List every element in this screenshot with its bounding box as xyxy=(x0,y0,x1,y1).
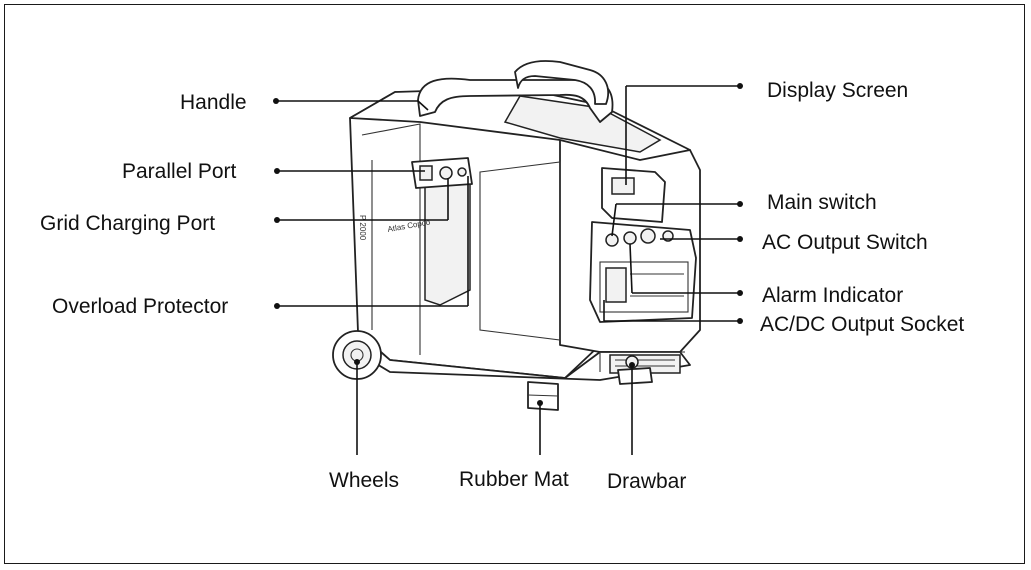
label-overload-protector: Overload Protector xyxy=(52,295,229,318)
display-screen-shape xyxy=(601,167,666,223)
rubber-mat-shape xyxy=(527,381,559,411)
label-grid-charging-port: Grid Charging Port xyxy=(40,212,216,235)
label-ac-dc-output-socket: AC/DC Output Socket xyxy=(760,313,965,336)
label-alarm-indicator: Alarm Indicator xyxy=(762,284,904,307)
label-ac-output-switch: AC Output Switch xyxy=(762,231,928,254)
handle-shape xyxy=(417,60,614,123)
leader-lines xyxy=(273,83,743,455)
label-wheels: Wheels xyxy=(329,469,400,492)
svg-text:P 2000: P 2000 xyxy=(358,215,367,241)
label-drawbar: Drawbar xyxy=(607,470,687,493)
label-display-screen: Display Screen xyxy=(767,79,909,102)
label-handle: Handle xyxy=(180,91,247,114)
label-rubber-mat: Rubber Mat xyxy=(459,468,569,491)
front-control-panel xyxy=(589,221,697,323)
label-parallel-port: Parallel Port xyxy=(122,160,237,183)
label-main-switch: Main switch xyxy=(767,191,877,214)
